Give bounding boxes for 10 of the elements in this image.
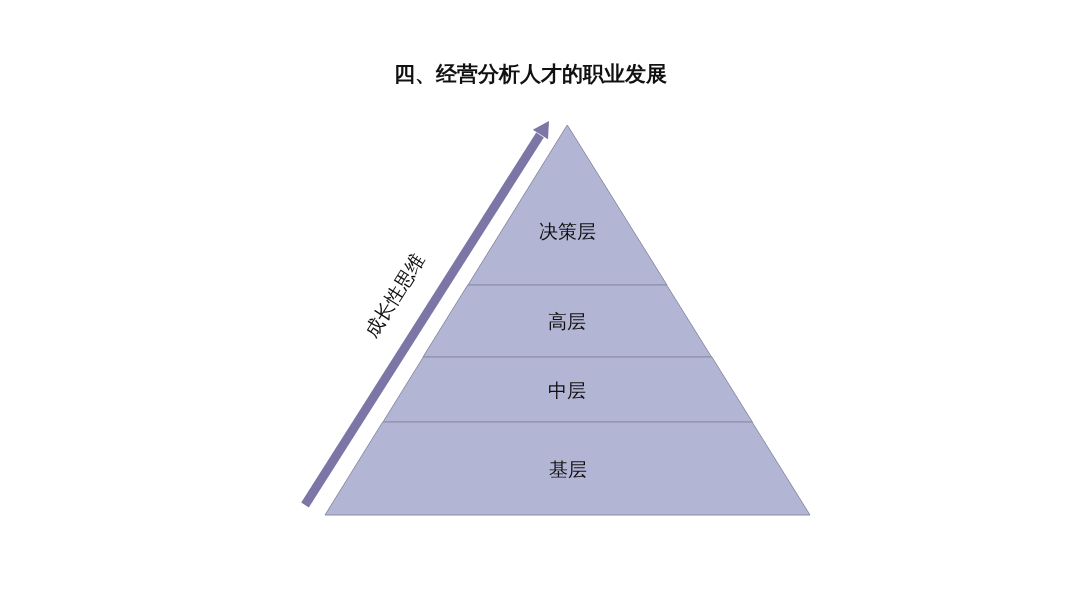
pyramid-layer [423, 285, 712, 357]
layer-label: 决策层 [537, 218, 597, 244]
layer-label: 基层 [547, 456, 588, 482]
pyramid-layer [382, 357, 753, 422]
layer-label: 中层 [547, 377, 588, 403]
title: 四、经营分析人才的职业发展 [392, 61, 668, 88]
layer-label: 高层 [547, 309, 588, 334]
arrow-label: 成长性思维 [358, 248, 430, 344]
pyramid-layer [325, 422, 810, 515]
pyramid-layer [467, 125, 667, 285]
